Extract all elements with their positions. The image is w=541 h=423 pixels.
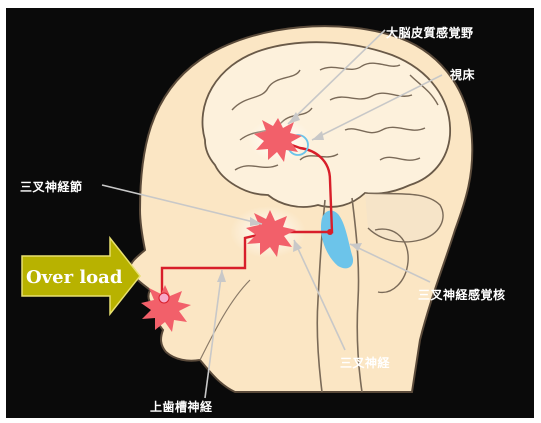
label-ganglion: 三叉神経節 (20, 178, 83, 195)
label-sensory-nucleus: 三叉神経感覚核 (418, 286, 506, 303)
cerebellum (365, 193, 443, 242)
label-thalamus: 視床 (450, 66, 475, 83)
tooth-node-icon (159, 293, 169, 303)
label-cortex: 大脳皮質感覚野 (386, 24, 474, 41)
nucleus-node (327, 229, 333, 235)
overload-label: Over load (26, 267, 123, 288)
brain-outline (202, 42, 450, 207)
label-trigeminal-nerve: 三叉神経 (340, 354, 390, 371)
label-alveolar-nerve: 上歯槽神経 (150, 398, 213, 415)
